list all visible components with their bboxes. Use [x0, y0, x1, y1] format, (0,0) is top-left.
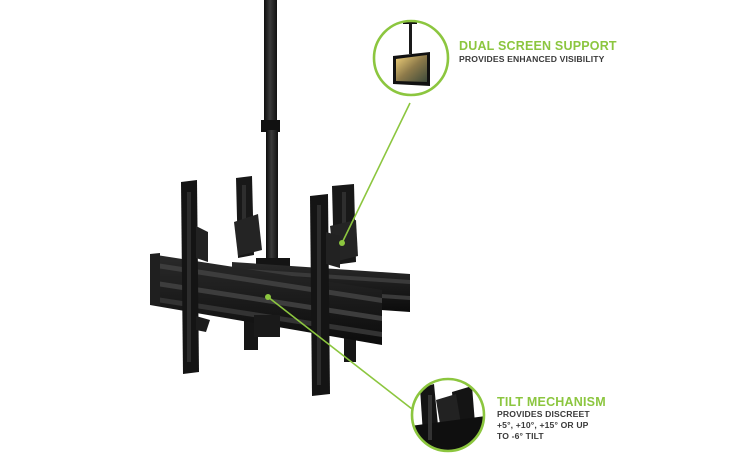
tilt-description-line-1: PROVIDES DISCREET: [497, 409, 590, 419]
tilt-title: TILT MECHANISM: [497, 395, 606, 409]
dual-screen-leader-line: [341, 102, 411, 244]
tilt-description-line-2: +5°, +10°, +15° OR UP: [497, 420, 589, 430]
tilt-description-line-3: TO -6° TILT: [497, 431, 544, 441]
dual-screen-description: PROVIDES ENHANCED VISIBILITY: [459, 54, 605, 64]
tilt-detail-circle: [410, 377, 486, 453]
dual-screen-ceiling-mount-icon: [150, 0, 410, 396]
ceiling-mounted-tv-icon: [393, 21, 430, 86]
tilt-leader-line: [267, 296, 413, 410]
dual-screen-title: DUAL SCREEN SUPPORT: [459, 39, 617, 53]
dual-screen-leader-dot: [339, 240, 345, 246]
dual-screen-detail-circle: [372, 19, 450, 97]
